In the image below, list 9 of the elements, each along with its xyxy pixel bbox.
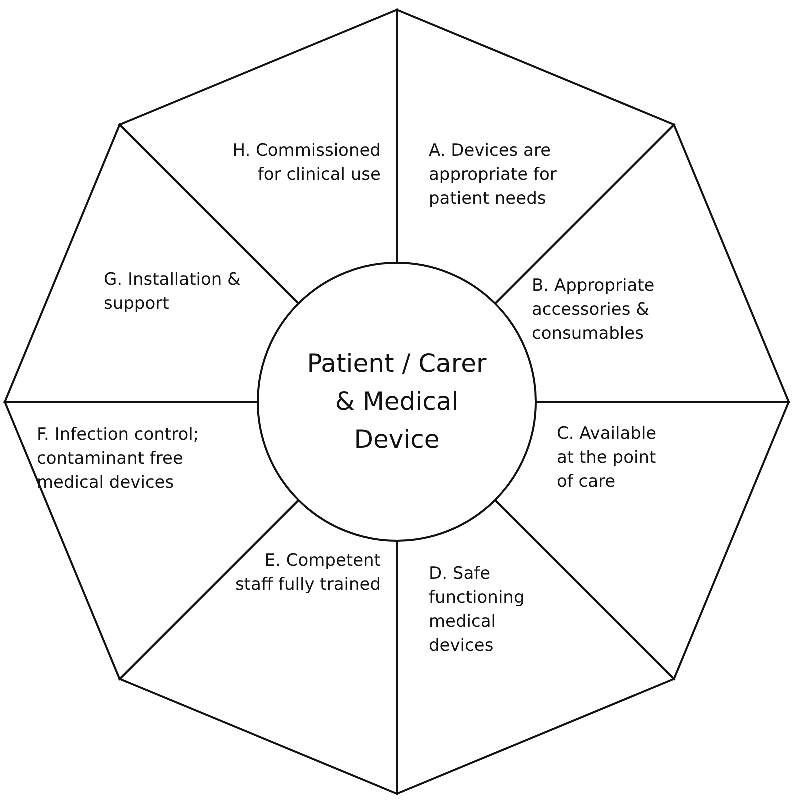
segment-label: C. Available at the point of care bbox=[557, 423, 658, 494]
segment-label: D. Safe functioning medical devices bbox=[429, 563, 526, 658]
segment-label: G. Installation & support bbox=[104, 268, 242, 316]
segment-label: F. Infection control; contaminant free medical devices bbox=[37, 424, 200, 495]
segment-label: H. Commissioned for clinical use bbox=[232, 140, 381, 187]
center-label: Patient / Carer & Medical Device bbox=[306, 348, 488, 456]
segment-label: A. Devices are appropriate for patient needs bbox=[429, 140, 558, 211]
segment-label: B. Appropriate accessories & consumables bbox=[532, 274, 656, 346]
segment-label: E. Competent staff fully trained bbox=[234, 550, 381, 597]
